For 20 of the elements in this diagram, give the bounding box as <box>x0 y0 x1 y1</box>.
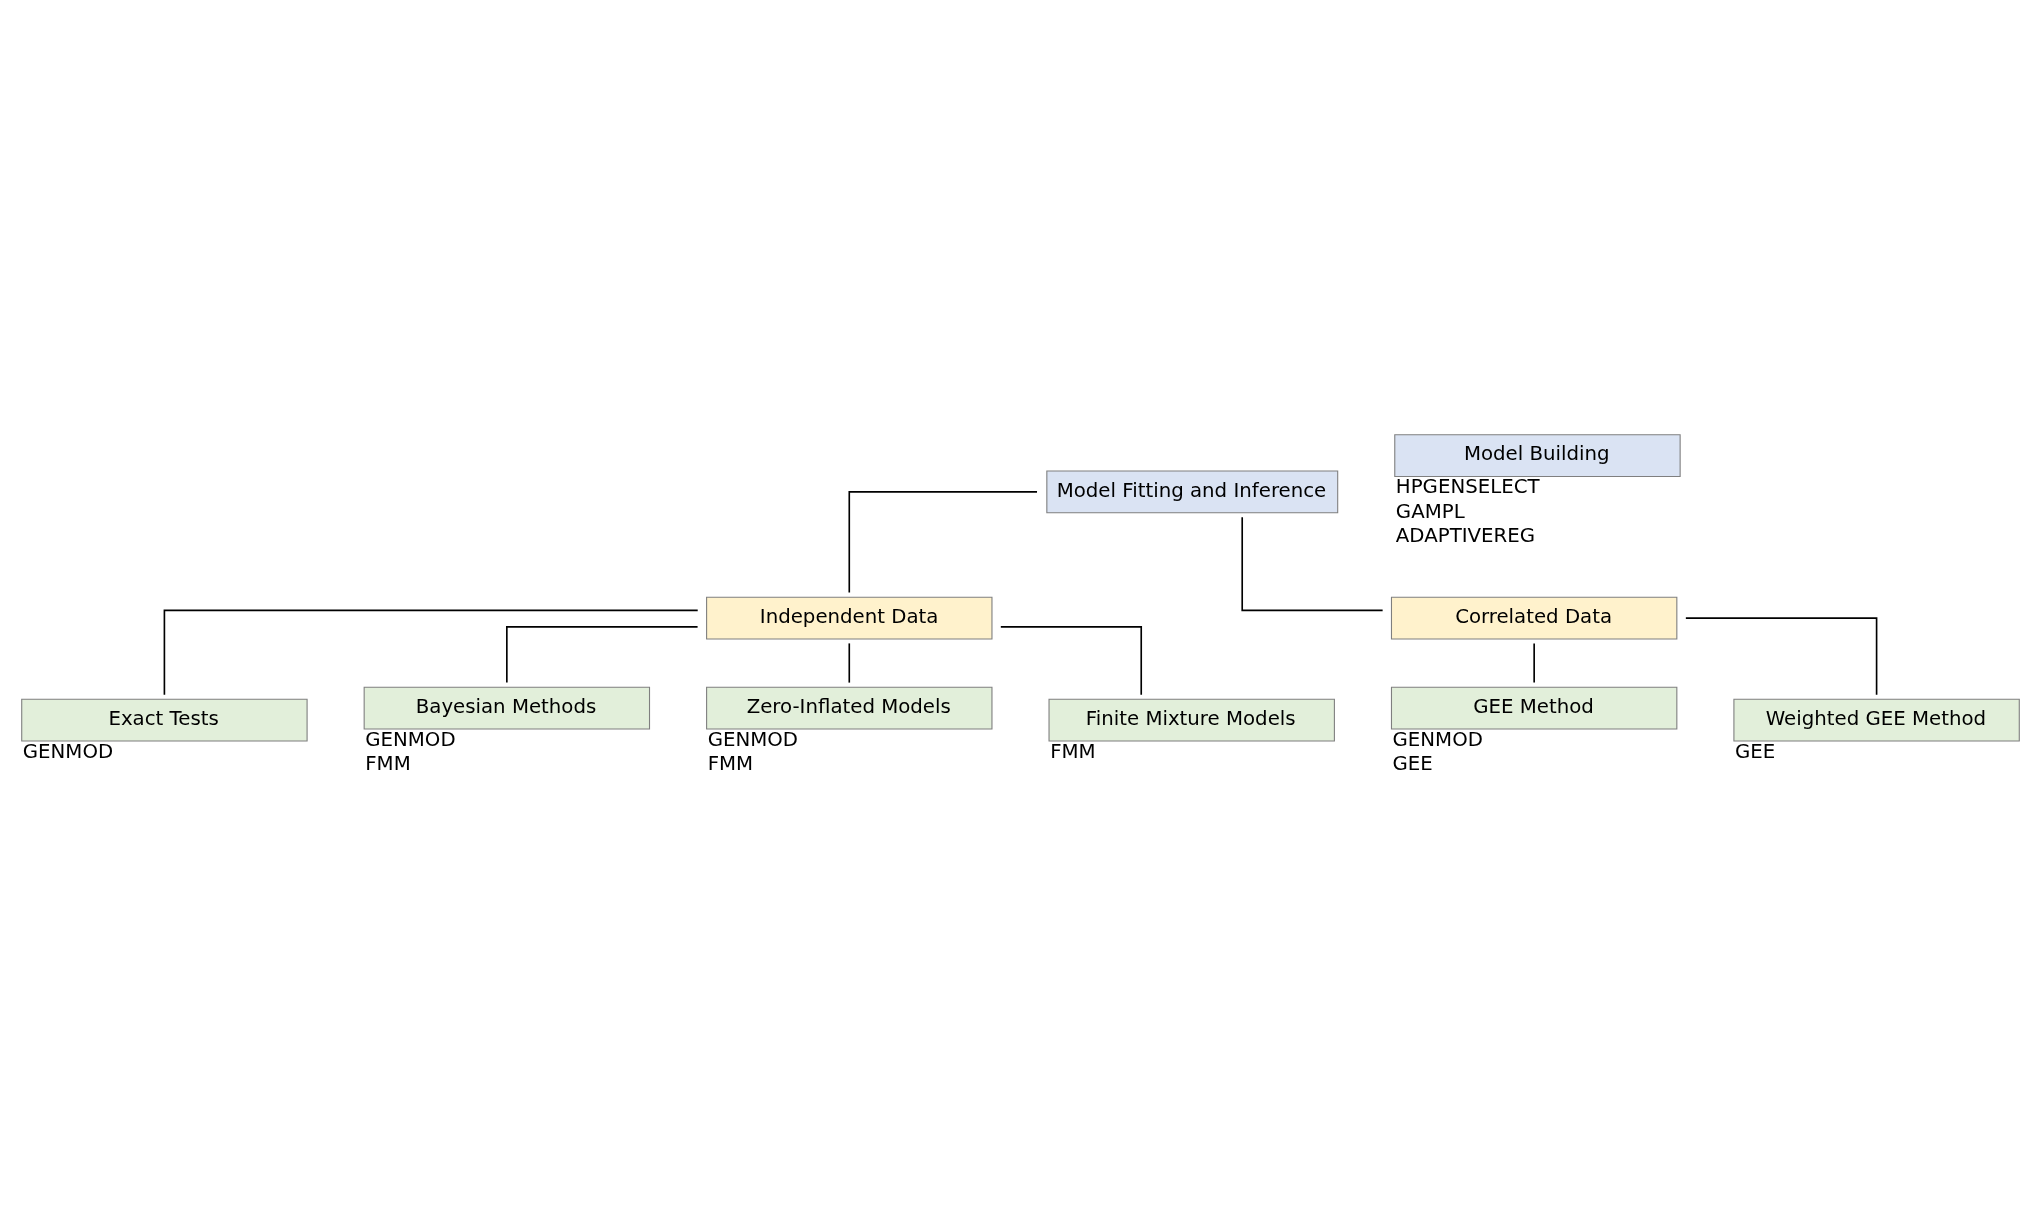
node-label: GENMOD <box>1392 727 1483 751</box>
node-label: GENMOD <box>365 727 456 751</box>
connector <box>1533 642 1535 683</box>
node-label: GEE <box>1392 751 1433 775</box>
connector <box>848 490 1038 593</box>
node-label: GENMOD <box>22 739 114 763</box>
node-label: GENMOD <box>707 727 799 751</box>
connector <box>1000 625 1143 696</box>
node-label: FMM <box>707 751 754 775</box>
node-label: FMM <box>1050 739 1096 763</box>
node-label: GAMPL <box>1395 499 1465 523</box>
connector <box>506 625 699 683</box>
connector <box>848 642 851 683</box>
node-label: ADAPTIVEREG <box>1395 523 1536 547</box>
connector <box>163 609 699 695</box>
connector <box>1685 616 1878 696</box>
node-label: FMM <box>365 751 411 775</box>
connector <box>1241 515 1384 611</box>
node-label: HPGENSELECT <box>1395 474 1540 498</box>
node-label: GEE <box>1735 739 1776 763</box>
